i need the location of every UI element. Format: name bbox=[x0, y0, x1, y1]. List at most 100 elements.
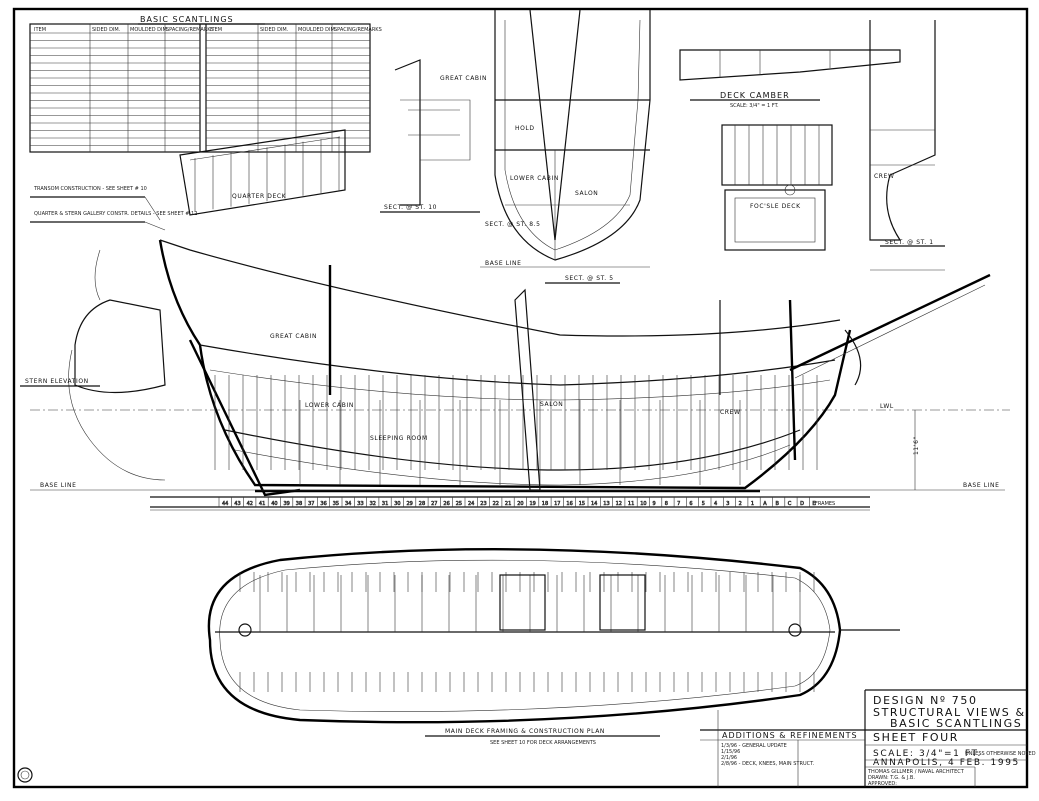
station-number: 41 bbox=[259, 501, 265, 507]
construction-notes: TRANSOM CONSTRUCTION - SEE SHEET # 10 QU… bbox=[30, 186, 197, 231]
header-moulded-right: MOULDED DIM. bbox=[298, 27, 337, 33]
transom-note: TRANSOM CONSTRUCTION - SEE SHEET # 10 bbox=[33, 186, 147, 192]
station-number: E bbox=[812, 501, 815, 507]
station-number: 14 bbox=[591, 501, 597, 507]
header-moulded-left: MOULDED DIM. bbox=[130, 27, 169, 33]
designer: THOMAS GILLMER / NAVAL ARCHITECT bbox=[867, 769, 965, 775]
station-number: 21 bbox=[505, 501, 511, 507]
station-number: 30 bbox=[394, 501, 400, 507]
additions-header: ADDITIONS & REFINEMENTS bbox=[722, 731, 858, 740]
sect-mid-label: SECT. @ ST. 8.5 bbox=[485, 221, 541, 228]
station-number: 29 bbox=[407, 501, 413, 507]
deck-camber-diagram: DECK CAMBER SCALE: 3/4" = 1 FT. bbox=[679, 49, 901, 109]
focsle-deck-view: FOC'SLE DECK bbox=[721, 124, 833, 251]
sleeping-room-label: SLEEPING ROOM bbox=[370, 435, 428, 442]
quarter-gallery-note: QUARTER & STERN GALLERY CONSTR. DETAILS … bbox=[34, 211, 197, 217]
lower-cabin-label: LOWER CABIN bbox=[305, 402, 354, 409]
station-number: 8 bbox=[665, 501, 668, 507]
header-spacing-left: SPACING/REMARKS bbox=[166, 27, 214, 33]
section-st1: CREW SECT. @ ST. 1 bbox=[869, 20, 945, 271]
plan-subtitle: SEE SHEET 10 FOR DECK ARRANGEMENTS bbox=[490, 740, 596, 746]
station-number: 27 bbox=[431, 501, 437, 507]
station-number: 20 bbox=[517, 501, 523, 507]
station-number: A bbox=[763, 501, 767, 507]
station-number: 13 bbox=[603, 501, 609, 507]
station-number: 42 bbox=[247, 501, 253, 507]
drawing-title-line2: BASIC SCANTLINGS bbox=[890, 717, 1022, 730]
stern-elevation: STERN ELEVATION bbox=[20, 249, 166, 481]
station-number: 31 bbox=[382, 501, 388, 507]
scantlings-title: BASIC SCANTLINGS bbox=[140, 15, 234, 24]
header-sided-left: SIDED DIM. bbox=[92, 27, 121, 33]
station-number: 22 bbox=[493, 501, 499, 507]
crew-section-label: CREW bbox=[874, 173, 894, 180]
station-number: 7 bbox=[677, 501, 680, 507]
lwl-label: LWL bbox=[880, 403, 894, 410]
stern-elevation-label: STERN ELEVATION bbox=[25, 378, 89, 385]
base-line-label-left: BASE LINE bbox=[40, 482, 77, 489]
station-number: 15 bbox=[579, 501, 585, 507]
base-line-label-right: BASE LINE bbox=[963, 482, 1000, 489]
registration-mark bbox=[17, 767, 33, 783]
salon-section-label: SALON bbox=[575, 190, 598, 197]
header-spacing-right: SPACING/REMARKS bbox=[334, 27, 382, 33]
header-sided-right: SIDED DIM. bbox=[260, 27, 289, 33]
station-number: 19 bbox=[530, 501, 536, 507]
salon-label: SALON bbox=[540, 401, 563, 408]
base-line-section: BASE LINE bbox=[485, 260, 522, 267]
station-number: 24 bbox=[468, 501, 474, 507]
title-block: DESIGN Nº 750 STRUCTURAL VIEWS & BASIC S… bbox=[700, 689, 1036, 787]
station-number: 18 bbox=[542, 501, 548, 507]
station-number: 17 bbox=[554, 501, 560, 507]
revision-4: 2/8/96 - DECK, KNEES, MAIN STRUCT. bbox=[721, 761, 815, 767]
revision-2: 1/15/96 bbox=[721, 749, 740, 755]
station-number: 12 bbox=[616, 501, 622, 507]
station-number: 36 bbox=[320, 501, 326, 507]
focsle-deck-label: FOC'SLE DECK bbox=[750, 203, 801, 210]
height-dimension: 11'6" bbox=[913, 436, 920, 455]
sect-5-label: SECT. @ ST. 5 bbox=[565, 275, 614, 282]
hold-section-label: HOLD bbox=[515, 125, 535, 132]
plan-title: MAIN DECK FRAMING & CONSTRUCTION PLAN bbox=[445, 728, 605, 735]
station-number: 39 bbox=[284, 501, 290, 507]
station-number: 25 bbox=[456, 501, 462, 507]
station-number: 3 bbox=[726, 501, 729, 507]
station-number: 16 bbox=[566, 501, 572, 507]
station-number: 43 bbox=[234, 501, 240, 507]
station-number: 6 bbox=[689, 501, 692, 507]
station-number: D bbox=[800, 501, 804, 507]
station-number: 40 bbox=[271, 501, 277, 507]
section-midship: HOLD LOWER CABIN SALON SECT. @ ST. 8.5 S… bbox=[480, 9, 651, 284]
station-number: 11 bbox=[628, 501, 634, 507]
station-number: 35 bbox=[333, 501, 339, 507]
station-number: 26 bbox=[443, 501, 449, 507]
sect-10-label: SECT. @ ST. 10 bbox=[384, 204, 437, 211]
ship-profile: LWL GREAT CABIN LOWER CABIN SLEEPING ROO… bbox=[30, 239, 1010, 497]
station-number: 10 bbox=[640, 501, 646, 507]
lower-cabin-section-label: LOWER CABIN bbox=[510, 175, 559, 182]
header-item-right: ITEM bbox=[210, 27, 222, 33]
deck-camber-scale: SCALE: 3/4" = 1 FT. bbox=[730, 103, 779, 109]
station-number: 1 bbox=[751, 501, 754, 507]
station-number: C bbox=[788, 501, 792, 507]
header-item-left: ITEM bbox=[34, 27, 46, 33]
station-number: 34 bbox=[345, 501, 351, 507]
station-number: 4 bbox=[714, 501, 717, 507]
station-number: 37 bbox=[308, 501, 314, 507]
frames-label: FRAMES bbox=[815, 501, 835, 507]
design-number: DESIGN Nº 750 bbox=[873, 694, 978, 707]
station-number: 2 bbox=[739, 501, 742, 507]
deck-camber-label: DECK CAMBER bbox=[720, 91, 790, 100]
scantlings-table: BASIC SCANTLINGS ITEM SIDED DIM. MOULDED… bbox=[29, 15, 382, 153]
place-date: ANNAPOLIS, 4 FEB. 1995 bbox=[873, 758, 1020, 768]
deck-plan-view: MAIN DECK FRAMING & CONSTRUCTION PLAN SE… bbox=[207, 548, 900, 746]
revision-3: 2/1/96 bbox=[721, 755, 737, 761]
great-cabin-section-label: GREAT CABIN bbox=[440, 75, 487, 82]
station-number: 9 bbox=[653, 501, 656, 507]
sheet-number: SHEET FOUR bbox=[873, 731, 959, 744]
station-number: 5 bbox=[702, 501, 705, 507]
station-number: 44 bbox=[222, 501, 228, 507]
scale-note: UNLESS OTHERWISE NOTED bbox=[965, 751, 1036, 757]
